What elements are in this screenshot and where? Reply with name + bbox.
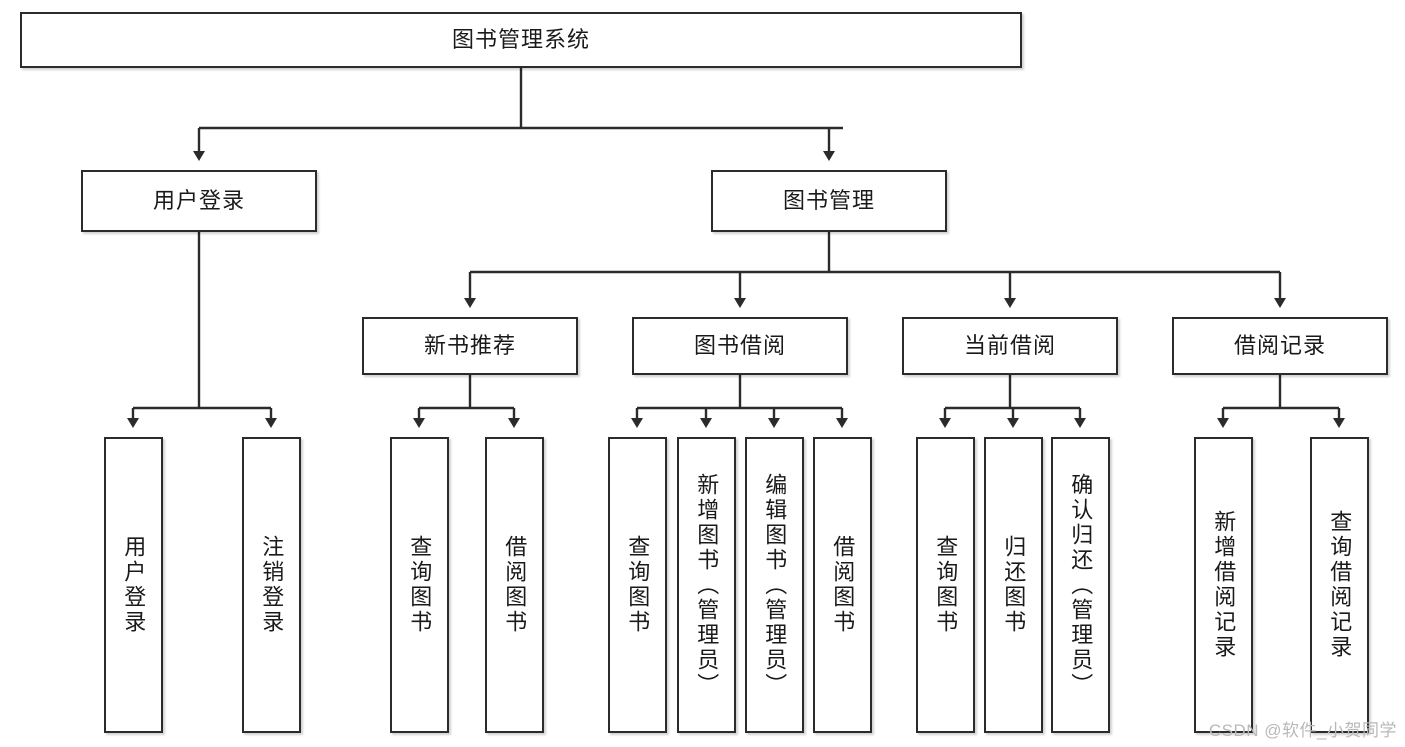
leaf-query-book-current-label: 查询图书 [933, 535, 959, 635]
leaf-logout-login[interactable]: 注销登录 [242, 437, 301, 733]
node-borrow-record[interactable]: 借阅记录 [1172, 317, 1388, 375]
leaf-query-book-borrow-label: 查询图书 [625, 535, 651, 635]
leaf-edit-book-admin-label: 编辑图书（管理员） [762, 472, 788, 698]
leaf-borrow-book-recommend-label: 借阅图书 [502, 535, 528, 635]
leaf-query-book-borrow[interactable]: 查询图书 [608, 437, 667, 733]
leaf-borrow-book-recommend[interactable]: 借阅图书 [485, 437, 544, 733]
node-root[interactable]: 图书管理系统 [20, 12, 1022, 68]
node-new-book-recommend[interactable]: 新书推荐 [362, 317, 578, 375]
leaf-confirm-return-admin-label: 确认归还（管理员） [1068, 472, 1094, 698]
node-book-borrow[interactable]: 图书借阅 [632, 317, 848, 375]
leaf-return-book-label: 归还图书 [1001, 535, 1027, 635]
leaf-query-book-current[interactable]: 查询图书 [916, 437, 975, 733]
leaf-edit-book-admin[interactable]: 编辑图书（管理员） [745, 437, 804, 733]
node-book-management[interactable]: 图书管理 [711, 170, 947, 232]
leaf-confirm-return-admin[interactable]: 确认归还（管理员） [1051, 437, 1110, 733]
leaf-query-borrow-record-label: 查询借阅记录 [1327, 510, 1353, 660]
leaf-query-book-recommend-label: 查询图书 [407, 535, 433, 635]
node-book-borrow-label: 图书借阅 [693, 332, 786, 358]
leaf-add-borrow-record-label: 新增借阅记录 [1211, 510, 1237, 660]
node-book-management-label: 图书管理 [782, 187, 875, 213]
leaf-borrow-book-label: 借阅图书 [830, 535, 856, 635]
watermark-text: CSDN @软件_小贺同学 [1208, 721, 1397, 740]
leaf-user-login-label: 用户登录 [121, 535, 147, 635]
node-borrow-record-label: 借阅记录 [1233, 332, 1326, 358]
leaf-query-borrow-record[interactable]: 查询借阅记录 [1310, 437, 1369, 733]
leaf-user-login[interactable]: 用户登录 [104, 437, 163, 733]
node-user-login[interactable]: 用户登录 [81, 170, 317, 232]
leaf-logout-login-label: 注销登录 [259, 535, 285, 635]
node-root-label: 图书管理系统 [451, 26, 590, 52]
node-current-borrow-label: 当前借阅 [963, 332, 1056, 358]
leaf-add-borrow-record[interactable]: 新增借阅记录 [1194, 437, 1253, 733]
node-new-book-recommend-label: 新书推荐 [423, 332, 516, 358]
node-current-borrow[interactable]: 当前借阅 [902, 317, 1118, 375]
leaf-add-book-admin[interactable]: 新增图书（管理员） [677, 437, 736, 733]
leaf-borrow-book[interactable]: 借阅图书 [813, 437, 872, 733]
leaf-return-book[interactable]: 归还图书 [984, 437, 1043, 733]
leaf-query-book-recommend[interactable]: 查询图书 [390, 437, 449, 733]
leaf-add-book-admin-label: 新增图书（管理员） [694, 472, 720, 698]
node-user-login-label: 用户登录 [152, 187, 245, 213]
